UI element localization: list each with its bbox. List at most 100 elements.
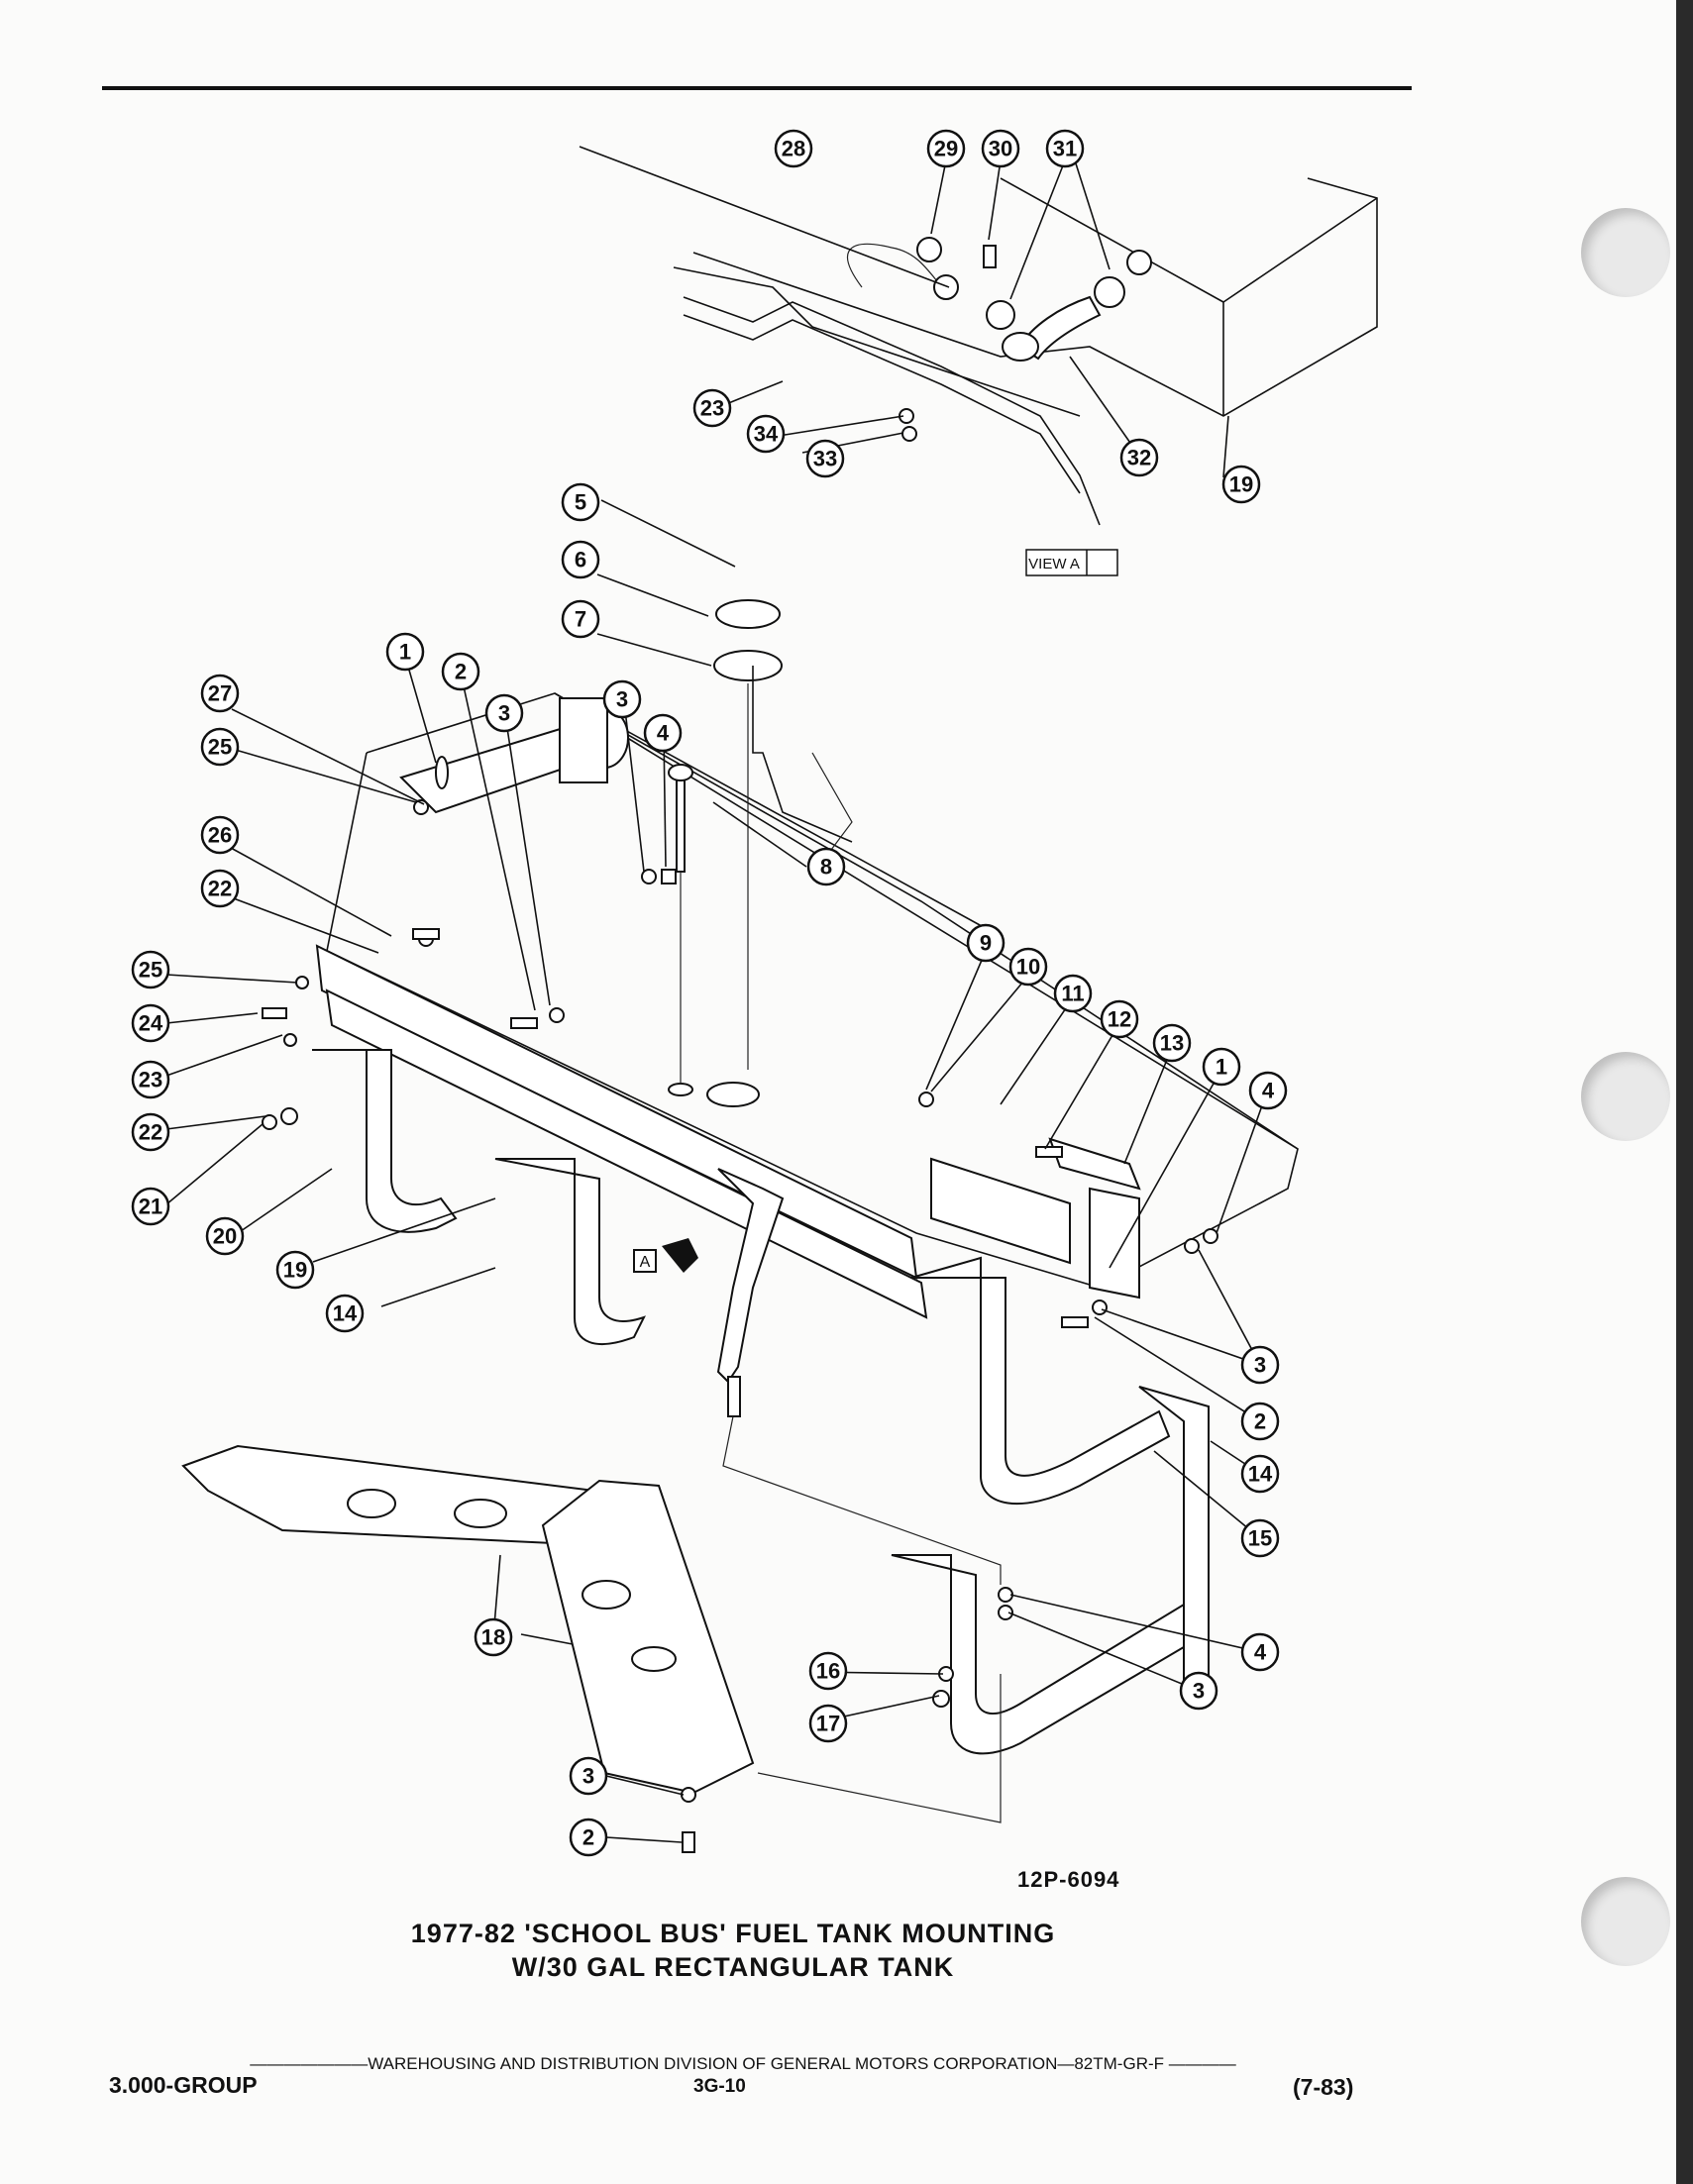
svg-text:18: 18	[481, 1625, 505, 1650]
binder-hole-top	[1581, 208, 1670, 297]
svg-text:12: 12	[1108, 1007, 1131, 1032]
svg-text:4: 4	[1254, 1640, 1267, 1665]
svg-text:7: 7	[575, 607, 586, 632]
leader-lines	[165, 146, 1267, 1843]
svg-text:3: 3	[616, 687, 628, 712]
callout-14a: 14	[1240, 1454, 1280, 1494]
callout-29: 29	[926, 129, 966, 168]
callout-31: 31	[1045, 129, 1085, 168]
callout-21: 21	[131, 1187, 170, 1226]
callout-23a: 23	[131, 1060, 170, 1099]
svg-text:2: 2	[582, 1825, 594, 1850]
callout-10: 10	[1008, 947, 1048, 987]
callout-16: 16	[808, 1651, 848, 1691]
callout-14b: 14	[325, 1294, 365, 1333]
view-a-label: VIEW A	[1025, 549, 1118, 576]
svg-text:19: 19	[1229, 472, 1253, 497]
page-edge-shadow	[1676, 0, 1693, 2184]
svg-text:26: 26	[208, 823, 232, 848]
callout-2c: 2	[569, 1818, 608, 1857]
view-a-detail	[673, 177, 1378, 526]
callout-24: 24	[131, 1003, 170, 1043]
svg-text:24: 24	[139, 1011, 163, 1036]
view-a-marker-text: A	[640, 1254, 651, 1271]
svg-text:3: 3	[1193, 1679, 1205, 1704]
svg-text:13: 13	[1160, 1031, 1184, 1056]
callout-30: 30	[981, 129, 1020, 168]
svg-text:4: 4	[657, 721, 670, 746]
svg-text:9: 9	[980, 931, 992, 956]
svg-text:23: 23	[700, 396, 724, 421]
callout-34: 34	[746, 414, 786, 454]
svg-text:19: 19	[283, 1258, 307, 1283]
callout-3a: 3	[484, 693, 524, 733]
callout-9: 9	[966, 923, 1005, 963]
svg-text:2: 2	[455, 660, 467, 684]
callout-23b: 23	[692, 388, 732, 428]
callout-2a: 2	[441, 652, 480, 691]
callout-8: 8	[806, 847, 846, 886]
svg-text:6: 6	[575, 548, 586, 572]
callout-13: 13	[1152, 1023, 1192, 1063]
skid-plates	[181, 1444, 755, 1853]
binder-hole-bottom	[1581, 1877, 1670, 1966]
header-rule	[102, 86, 1412, 90]
callout-15: 15	[1240, 1518, 1280, 1558]
svg-text:8: 8	[820, 855, 832, 880]
callout-22b: 22	[131, 1112, 170, 1152]
svg-text:23: 23	[139, 1068, 162, 1092]
callout-3e: 3	[569, 1756, 608, 1796]
callout-17: 17	[808, 1704, 848, 1743]
svg-text:1: 1	[399, 640, 411, 665]
callout-5: 5	[561, 482, 600, 522]
svg-text:2: 2	[1254, 1409, 1266, 1434]
svg-text:14: 14	[1248, 1462, 1273, 1487]
callout-1a: 1	[385, 632, 425, 672]
callout-12: 12	[1100, 999, 1139, 1039]
callout-3c: 3	[1240, 1345, 1280, 1385]
footer-date: (7-83)	[1293, 2074, 1354, 2100]
callout-33: 33	[805, 439, 845, 478]
callout-19a: 19	[275, 1250, 315, 1290]
svg-text:29: 29	[934, 137, 958, 161]
svg-text:3: 3	[498, 701, 510, 726]
svg-text:15: 15	[1248, 1526, 1272, 1551]
svg-text:11: 11	[1061, 982, 1084, 1006]
binder-hole-middle	[1581, 1052, 1670, 1141]
callout-11: 11	[1053, 974, 1093, 1013]
callout-26: 26	[200, 815, 240, 855]
callout-4c: 4	[1240, 1632, 1280, 1672]
callout-32: 32	[1119, 438, 1159, 477]
svg-text:14: 14	[333, 1301, 358, 1326]
svg-text:20: 20	[213, 1224, 237, 1249]
callout-28: 28	[774, 129, 813, 168]
callout-25a: 25	[200, 727, 240, 767]
svg-text:22: 22	[208, 877, 232, 901]
figure-title-line-1: 1977-82 'SCHOOL BUS' FUEL TANK MOUNTING	[410, 1919, 1056, 1948]
svg-text:33: 33	[813, 447, 837, 471]
callout-2b: 2	[1240, 1402, 1280, 1441]
callout-25b: 25	[131, 950, 170, 989]
callout-4b: 4	[1248, 1071, 1288, 1110]
svg-text:5: 5	[575, 490, 586, 515]
svg-text:16: 16	[816, 1659, 840, 1684]
svg-text:30: 30	[989, 137, 1012, 161]
footer-group: 3.000-GROUP	[109, 2072, 258, 2098]
callout-1b: 1	[1202, 1047, 1241, 1087]
callout-3d: 3	[1179, 1671, 1218, 1711]
callout-18: 18	[474, 1617, 513, 1657]
svg-text:21: 21	[139, 1195, 162, 1219]
view-a-text: VIEW A	[1028, 556, 1080, 572]
figure-title-line-2: W/30 GAL RECTANGULAR TANK	[511, 1952, 955, 1982]
figure-number: 12P-6094	[1017, 1867, 1120, 1892]
svg-text:1: 1	[1216, 1055, 1227, 1080]
svg-text:25: 25	[139, 958, 162, 983]
svg-text:34: 34	[754, 422, 779, 447]
svg-text:27: 27	[208, 681, 232, 706]
svg-text:28: 28	[782, 137, 805, 161]
callout-19b: 19	[1221, 465, 1261, 504]
svg-text:10: 10	[1016, 955, 1040, 980]
view-a-marker: A	[640, 1254, 651, 1271]
